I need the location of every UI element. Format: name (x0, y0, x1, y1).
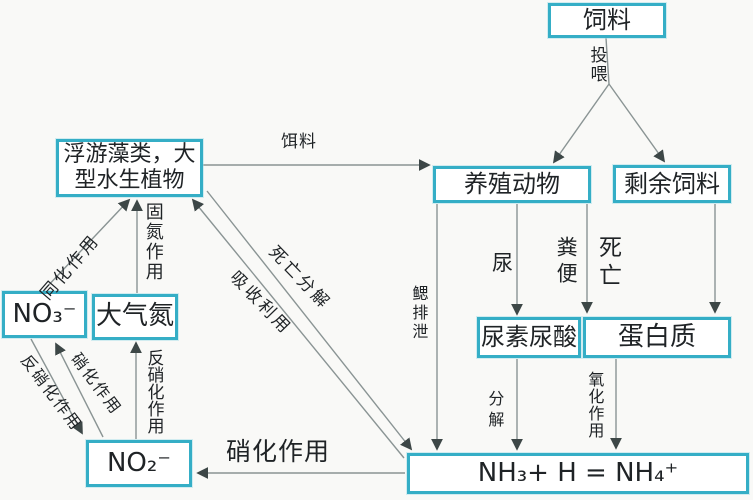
edge-label-feces: 粪便 (554, 236, 579, 288)
edge-label-nitrification: 硝化作用 (226, 437, 331, 466)
edge-feed-to-animals (552, 83, 610, 164)
edge-label-gill-excretion: 鳃排泄 (409, 285, 429, 342)
node-urea-uric-acid: 尿素尿酸 (477, 317, 581, 358)
edge-label-nitrogen-fixation: 固氮作用 (142, 202, 164, 282)
edge-label-oxidation: 氧化作用 (585, 371, 605, 439)
edge-label-denitrification-to-n2: 反硝化作用 (143, 349, 164, 434)
edge-ammonium-to-plants (191, 198, 405, 459)
edge-feed-stem (605, 37, 610, 85)
node-ammonia-equation: NH₃+ H = NH₄⁺ (407, 453, 749, 494)
edge-label-decomposition: 分解 (485, 390, 505, 432)
edge-label-death: 死亡 (594, 235, 621, 291)
edge-label-feeding: 投喂 (586, 46, 607, 84)
node-nitrate: NO₃⁻ (2, 291, 87, 338)
edge-nitrite-to-nitrate (55, 342, 104, 438)
node-atmospheric-nitrogen: 大气氮 (92, 294, 178, 340)
node-nitrite: NO₂⁻ (86, 440, 192, 487)
node-feed: 饲料 (548, 3, 666, 38)
node-protein: 蛋白质 (583, 317, 731, 358)
edge-nitrate-to-nitrite (30, 338, 83, 435)
edge-plants-to-ammonium (206, 190, 413, 451)
edge-label-bait: 饵料 (281, 132, 317, 152)
node-farmed-animals: 养殖动物 (433, 166, 591, 203)
edge-nitrate-to-plants (43, 198, 131, 291)
node-plants: 浮游藻类，大型水生植物 (56, 139, 203, 197)
edge-label-urine: 尿 (492, 251, 513, 275)
node-leftover-feed: 剩余饲料 (613, 165, 731, 203)
edge-feed-to-leftover (608, 83, 666, 163)
